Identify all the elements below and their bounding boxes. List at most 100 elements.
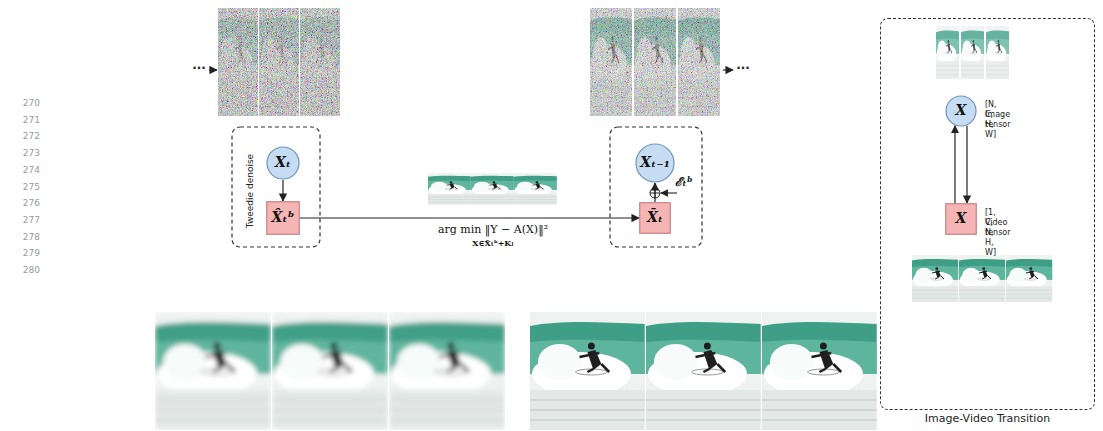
noisy-frames — [218, 8, 258, 116]
noise-arrow — [661, 192, 677, 193]
flow-connector — [654, 183, 655, 202]
image-strip — [428, 173, 471, 205]
line-number: 274 — [23, 165, 40, 175]
noisy-frames — [634, 8, 676, 116]
image-strip — [428, 173, 471, 205]
image-strip — [912, 255, 1052, 302]
image-strip — [155, 312, 271, 430]
square-shape — [267, 202, 300, 235]
dashed-panel: X[N, C, H, W]Image tensorX[1, C, N, H, W… — [880, 18, 1095, 410]
image-frames — [986, 26, 1009, 79]
objective-formula: arg min ‖Y − A(X)‖² — [438, 223, 548, 236]
variable-square: X̄ₜ — [639, 202, 671, 234]
ellipsis: ··· — [736, 61, 750, 75]
circle-shape — [946, 96, 976, 126]
line-number: 277 — [23, 215, 40, 225]
line-number: 271 — [23, 115, 40, 125]
image-strip — [428, 173, 557, 205]
image-strip — [762, 312, 877, 430]
line-number: 276 — [23, 198, 40, 208]
image-strip — [912, 255, 958, 302]
line-number: 278 — [23, 232, 40, 242]
noisy-frames — [678, 8, 720, 116]
image-frames — [936, 26, 959, 79]
image-strip — [646, 312, 761, 430]
image-strip — [155, 312, 271, 430]
image-strip — [959, 255, 1005, 302]
noisy-frames — [218, 8, 340, 116]
image-strip — [272, 312, 388, 430]
image-strip — [1006, 255, 1052, 302]
variable-name: Xₜ — [275, 155, 291, 170]
noisy-frames — [590, 8, 720, 116]
flow-connector — [966, 126, 967, 203]
image-strip — [1006, 255, 1052, 302]
line-number: 280 — [23, 265, 40, 275]
flow-connector — [282, 180, 283, 201]
variable-name: X — [956, 103, 967, 118]
line-number: 273 — [23, 148, 40, 158]
image-strip — [389, 312, 505, 430]
variable-square: X̂ₜᵇ — [266, 201, 300, 235]
noisy-frames — [300, 8, 340, 116]
flow-connector — [300, 217, 639, 218]
line-number: 279 — [23, 248, 40, 258]
ellipsis: ··· — [192, 61, 206, 75]
noisy-frames — [218, 8, 258, 116]
noisy-frames — [259, 8, 299, 116]
image-strip — [530, 312, 645, 430]
panel-caption: Image-Video Transition — [881, 412, 1094, 425]
edge-label: Tweedie denoise — [245, 153, 255, 227]
noisy-frames — [590, 8, 632, 116]
image-strip — [514, 173, 557, 205]
noisy-frames — [259, 8, 299, 116]
image-strip — [912, 255, 958, 302]
tensor-note: Video tensor — [985, 218, 1010, 238]
image-strip — [530, 312, 645, 430]
tensor-note: Image tensor — [985, 110, 1010, 130]
noisy-frames — [634, 8, 676, 116]
image-strip — [471, 173, 514, 205]
noisy-frames — [590, 8, 632, 116]
square-shape — [640, 203, 671, 234]
noisy-frames — [678, 8, 720, 116]
square-shape — [946, 204, 977, 235]
image-strip — [272, 312, 388, 430]
image-frames — [961, 26, 984, 79]
line-number: 270 — [23, 98, 40, 108]
image-strip — [471, 173, 514, 205]
variable-circle: Xₜ — [266, 146, 300, 180]
image-strip — [646, 312, 761, 430]
variable-circle: X[N, C, H, W]Image tensor — [945, 95, 977, 127]
image-strip — [530, 312, 877, 430]
variable-name: Xₜ₋₁ — [640, 155, 670, 170]
flow-connector — [954, 126, 955, 203]
line-number: 272 — [23, 131, 40, 141]
image-frames — [986, 26, 1009, 79]
flow-arrow — [723, 69, 733, 70]
variable-name: X̄ₜ — [647, 210, 663, 225]
image-strip — [155, 312, 505, 430]
circle-shape — [636, 144, 674, 182]
dashed-group — [610, 127, 702, 247]
circle-shape — [267, 147, 299, 179]
variable-name: X — [956, 211, 967, 226]
image-strip — [389, 312, 505, 430]
image-frames — [936, 26, 1009, 79]
image-strip — [959, 255, 1005, 302]
image-strip — [514, 173, 557, 205]
line-number: 275 — [23, 182, 40, 192]
variable-name: X̂ₜᵇ — [271, 210, 294, 225]
noisy-frames — [300, 8, 340, 116]
constraint-formula: X∈X̂ₜᵇ+Kₗ — [472, 238, 513, 248]
image-strip — [762, 312, 877, 430]
variable-square: X[1, C, N, H, W]Video tensor — [945, 203, 977, 235]
image-frames — [936, 26, 959, 79]
image-frames — [961, 26, 984, 79]
variable-circle: Xₜ₋₁ — [635, 143, 675, 183]
noise-symbol: ℰₜᵇ — [675, 173, 692, 190]
flow-arrow — [209, 69, 217, 70]
